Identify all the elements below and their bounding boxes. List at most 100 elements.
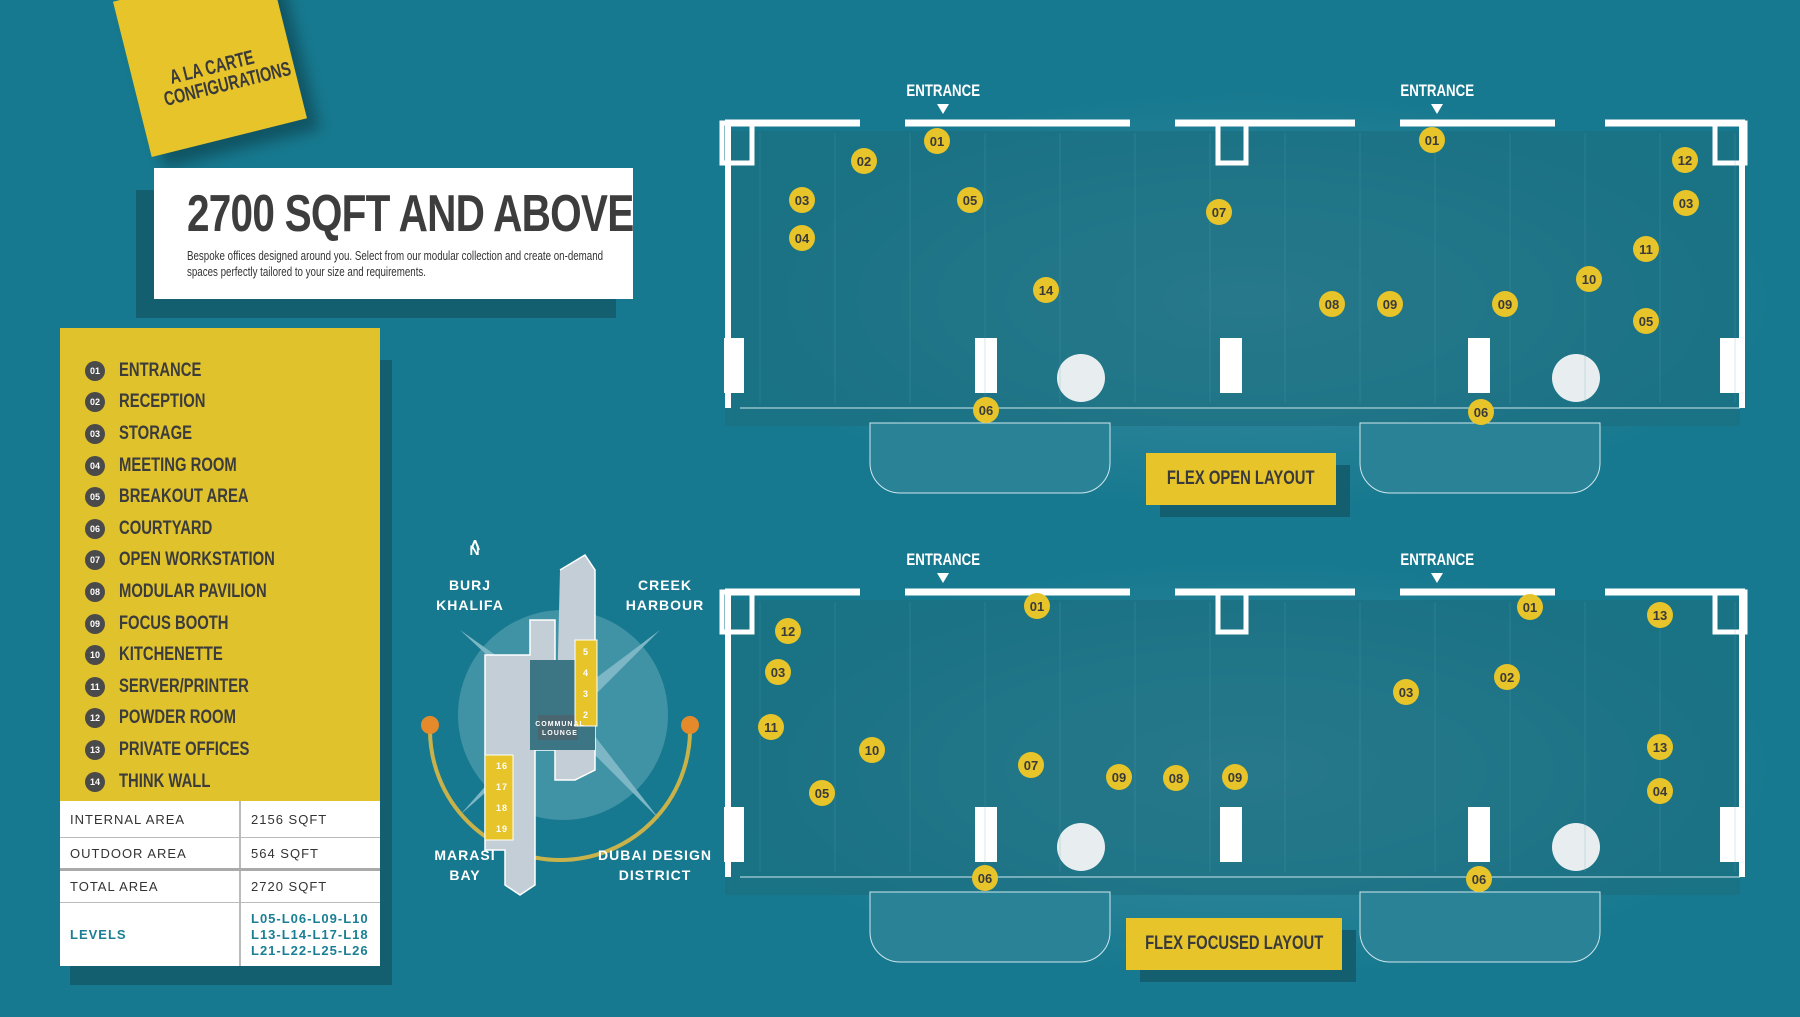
legend-label: FOCUS BOOTH [119,612,229,634]
legend-item: 07 OPEN WORKSTATION [60,545,380,577]
room-marker: 04 [789,225,815,251]
legend-number-badge: 11 [85,676,105,697]
legend-item: 03 STORAGE [60,418,380,450]
room-marker: 10 [859,737,885,763]
legend-label: PRIVATE OFFICES [119,738,250,760]
legend-item: 10 KITCHENETTE [60,639,380,671]
room-marker: 09 [1106,764,1132,790]
room-marker: 12 [1672,147,1698,173]
outdoor-area-value: 564 SQFT [251,845,319,861]
flex-focused-layout-button[interactable]: FLEX FOCUSED LAYOUT [1126,918,1342,970]
legend-label: COURTYARD [119,517,213,539]
room-marker: 11 [1633,236,1659,262]
legend-item: 12 POWDER ROOM [60,703,380,735]
entrance-arrow-icon [1431,104,1443,114]
legend-number-badge: 07 [85,550,105,571]
area-table: INTERNAL AREA 2156 SQFT OUTDOOR AREA 564 S… [60,801,380,966]
entrance-label: ENTRANCE [1377,81,1497,114]
room-marker: 02 [851,148,877,174]
room-marker: 03 [1673,190,1699,216]
flex-open-layout-button[interactable]: FLEX OPEN LAYOUT [1146,453,1336,505]
entrance-arrow-icon [1431,573,1443,583]
levels-label: LEVELS [60,903,241,966]
legend-item: 06 COURTYARD [60,513,380,545]
room-marker: 09 [1222,764,1248,790]
entrance-arrow-icon [937,104,949,114]
table-row: OUTDOOR AREA 564 SQFT [60,838,380,871]
page-description: Bespoke offices designed around you. Sel… [187,248,604,279]
entrance-label: ENTRANCE [883,550,1003,583]
legend-item: 08 MODULAR PAVILION [60,576,380,608]
room-marker: 03 [789,187,815,213]
legend-number-badge: 10 [85,645,105,666]
room-marker: 09 [1492,291,1518,317]
internal-area-label: INTERNAL AREA [60,801,241,837]
legend-item: 11 SERVER/PRINTER [60,671,380,703]
legend-label: KITCHENETTE [119,644,223,666]
legend-label: SERVER/PRINTER [119,675,249,697]
room-marker: 05 [1633,308,1659,334]
legend-label: MEETING ROOM [119,454,237,476]
site-map-graphic [421,537,699,896]
page-title: 2700 SQFT AND ABOVE [187,185,634,243]
legend-number-badge: 05 [85,487,105,508]
room-marker: 08 [1163,765,1189,791]
room-marker: 06 [973,397,999,423]
room-marker: 01 [924,128,950,154]
entrance-arrow-icon [937,573,949,583]
legend-label: THINK WALL [119,770,211,792]
legend-number-badge: 06 [85,518,105,539]
legend-label: POWDER ROOM [119,707,236,729]
legend-number-badge: 03 [85,423,105,444]
legend-label: OPEN WORKSTATION [119,549,275,571]
legend-label: RECEPTION [119,391,206,413]
legend-number-badge: 13 [85,739,105,760]
legend-label: ENTRANCE [119,359,202,381]
room-marker: 08 [1319,291,1345,317]
entrance-label: ENTRANCE [883,81,1003,114]
legend-number-badge: 14 [85,771,105,792]
legend-label: MODULAR PAVILION [119,580,267,602]
room-marker: 02 [1494,664,1520,690]
legend-label: STORAGE [119,422,193,444]
room-marker: 09 [1377,291,1403,317]
table-row: INTERNAL AREA 2156 SQFT [60,801,380,838]
levels-line: L21-L22-L25-L26 [251,942,369,958]
legend-number-badge: 08 [85,581,105,602]
total-area-value: 2720 SQFT [251,879,328,894]
legend-item: 02 RECEPTION [60,387,380,419]
internal-area-value: 2156 SQFT [251,811,328,827]
legend-item: 14 THINK WALL [60,766,380,798]
room-marker: 14 [1033,277,1059,303]
table-row: TOTAL AREA 2720 SQFT [60,871,380,903]
room-marker: 06 [1468,399,1494,425]
room-marker: 03 [1393,679,1419,705]
legend-number-badge: 04 [85,455,105,476]
room-marker: 07 [1206,199,1232,225]
legend-number-badge: 12 [85,708,105,729]
legend-item: 13 PRIVATE OFFICES [60,734,380,766]
floor-plan-open: ENTRANCE ENTRANCE 01 02 03 04 05 14 06 07 08 09 09 01… [719,81,1770,508]
room-marker: 01 [1419,127,1445,153]
outdoor-area-label: OUTDOOR AREA [60,838,241,868]
legend-item: 04 MEETING ROOM [60,450,380,482]
room-marker: 05 [957,187,983,213]
title-card: 2700 SQFT AND ABOVE Bespoke offices desi… [154,168,634,299]
total-area-label: TOTAL AREA [60,871,241,902]
room-marker: 04 [1647,778,1673,804]
legend-number-badge: 02 [85,392,105,413]
room-marker: 11 [758,714,784,740]
